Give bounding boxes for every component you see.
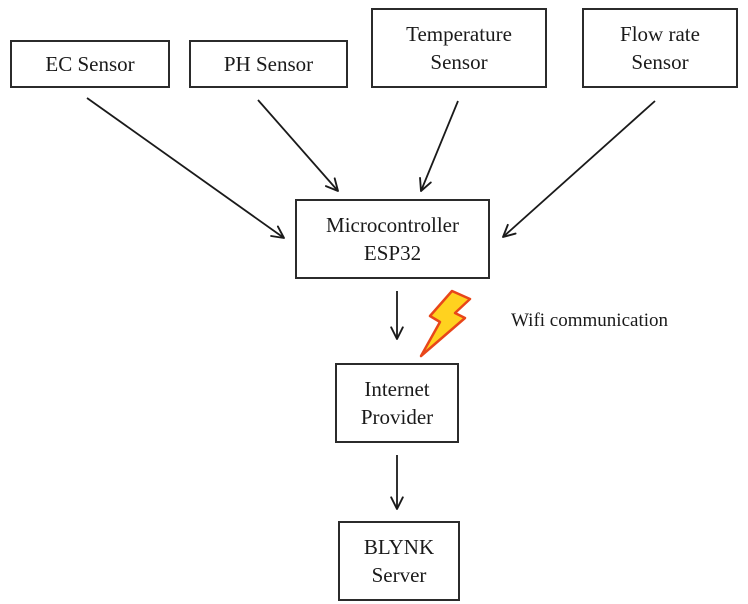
ec-sensor-label: EC Sensor xyxy=(45,50,134,78)
node-text-line: Internet xyxy=(364,376,430,401)
node-text-line: Temperature xyxy=(406,21,512,46)
node-text-line: BLYNK xyxy=(363,534,435,559)
blynk-server-label: BLYNK Server xyxy=(364,533,434,590)
ec-sensor-node: EC Sensor xyxy=(10,40,170,88)
ph-sensor-label: PH Sensor xyxy=(224,50,313,78)
node-text-line: EC Sensor xyxy=(45,51,135,76)
node-text-line: Microcontroller xyxy=(326,212,459,237)
ph-sensor-node: PH Sensor xyxy=(189,40,348,88)
node-text-line: Flow rate xyxy=(620,21,700,46)
node-text-line: ESP32 xyxy=(363,241,422,265)
node-text-line: Sensor xyxy=(430,50,488,74)
arrow-ph-to-micro xyxy=(257,99,339,192)
blynk-server-node: BLYNK Server xyxy=(338,521,460,601)
arrow-flow-to-micro xyxy=(502,100,656,238)
wifi-communication-label: Wifi communication xyxy=(511,310,669,331)
arrow-ec-to-micro xyxy=(86,97,285,239)
node-text-line: PH Sensor xyxy=(223,51,314,76)
lightning-bolt-icon xyxy=(419,289,472,358)
node-text-line: Server xyxy=(371,563,427,587)
node-text-line: Sensor xyxy=(631,50,689,74)
arrow-temp-to-micro xyxy=(419,100,459,192)
node-text-line: Provider xyxy=(360,405,434,429)
